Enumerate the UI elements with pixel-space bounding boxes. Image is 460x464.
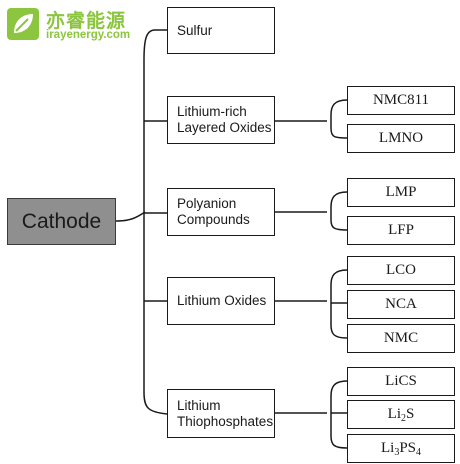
material-li3ps4: Li3PS4 bbox=[347, 434, 455, 463]
trunk-line bbox=[143, 29, 168, 415]
material-lics: LiCS bbox=[347, 367, 455, 396]
group-polyanion bbox=[275, 191, 348, 231]
material-nca: NCA bbox=[347, 290, 455, 319]
watermark-logo: 亦睿能源 irayenergy.com bbox=[6, 5, 156, 45]
leaf-logo-icon bbox=[7, 8, 39, 40]
category-label: Polyanion Compounds bbox=[177, 196, 250, 227]
group-lithium-rich bbox=[275, 99, 348, 139]
category-label: Sulfur bbox=[177, 22, 213, 38]
material-formula: Li2S bbox=[387, 405, 415, 424]
material-lco: LCO bbox=[347, 256, 455, 285]
watermark-url: irayenergy.com bbox=[46, 29, 131, 41]
category-label: Lithium Thiophosphates bbox=[177, 397, 274, 429]
material-lmno: LMNO bbox=[347, 124, 455, 153]
category-sulfur: Sulfur bbox=[167, 7, 275, 54]
material-lfp: LFP bbox=[347, 216, 455, 245]
root-connector bbox=[115, 211, 146, 222]
material-nmc811: NMC811 bbox=[347, 86, 455, 115]
watermark-brand: 亦睿能源 bbox=[46, 10, 127, 32]
material-li2s: Li2S bbox=[347, 400, 455, 429]
material-lmp: LMP bbox=[347, 178, 455, 207]
category-polyanion-compounds: Polyanion Compounds bbox=[167, 188, 275, 236]
group-thiophosphates bbox=[275, 380, 348, 449]
group-lithium-oxides bbox=[275, 269, 348, 339]
cathode-root-node: Cathode bbox=[7, 198, 116, 245]
material-formula: Li3PS4 bbox=[380, 439, 422, 458]
category-lithium-oxides: Lithium Oxides bbox=[167, 277, 275, 325]
category-lithium-thiophosphates: Lithium Thiophosphates bbox=[167, 389, 275, 438]
category-label: Lithium Oxides bbox=[177, 293, 267, 308]
category-label: Lithium-rich Layered Oxides bbox=[177, 104, 272, 135]
material-nmc: NMC bbox=[347, 324, 455, 353]
category-lithium-rich-layered-oxides: Lithium-rich Layered Oxides bbox=[167, 96, 275, 144]
